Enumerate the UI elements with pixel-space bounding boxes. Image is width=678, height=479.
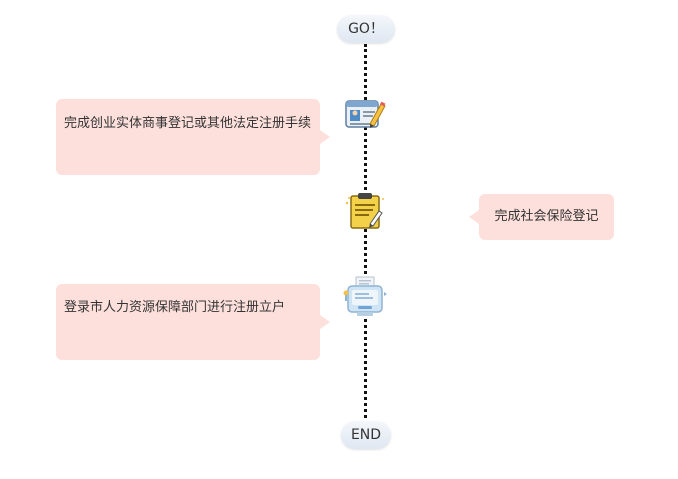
start-node: GO！: [337, 15, 395, 43]
timeline-spine: [364, 44, 367, 424]
step-3-callout: 登录市人力资源保障部门进行注册立户: [56, 284, 330, 360]
id-card-pencil-icon: [343, 94, 387, 138]
clipboard-pencil-icon: [343, 189, 387, 233]
step-2-callout: 完成社会保险登记: [469, 194, 614, 240]
computer-monitor-icon: [341, 275, 387, 319]
step-1-callout: 完成创业实体商事登记或其他法定注册手续: [56, 99, 330, 175]
end-node: END: [341, 421, 391, 449]
